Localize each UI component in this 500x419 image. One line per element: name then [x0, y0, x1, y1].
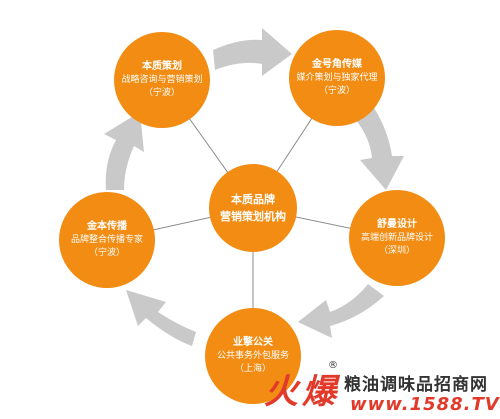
- watermark-url: www.1588.TV: [350, 394, 500, 415]
- node-shuman-design: 舒曼设计 高端创新品牌设计 （深圳）: [349, 190, 445, 286]
- node-yeqing-pr: 业擎公关 公共事务外包服务 （上海）: [205, 308, 301, 404]
- node-1-location: （宁波）: [143, 88, 180, 98]
- arrow-3-to-4: [298, 284, 384, 338]
- watermark-site-name: 粮油调味品招商网: [344, 375, 488, 395]
- node-jinben-communication: 金本传播 品牌整合传播专家 （宁波）: [59, 192, 155, 288]
- center-line-1: 本质品牌: [231, 193, 275, 206]
- node-2-location: （宁波）: [318, 86, 355, 96]
- center-hub: 本质品牌 营销策划机构: [209, 164, 297, 252]
- node-jinhaojiao-media: 金号角传媒 媒介策划与独家代理 （宁波）: [289, 30, 385, 126]
- node-1-title: 本质策划: [142, 61, 182, 72]
- watermark-logo-char-1: 火: [264, 372, 298, 412]
- node-3-location: （深圳）: [378, 246, 415, 256]
- node-4-title: 业擎公关: [233, 337, 273, 348]
- registered-mark: ®: [328, 360, 338, 371]
- node-5-desc: 品牌整合传播专家: [70, 235, 143, 245]
- node-3-title: 舒曼设计: [377, 219, 417, 230]
- watermark-logo-char-2: 爆: [302, 372, 336, 412]
- node-3-desc: 高端创新品牌设计: [360, 233, 433, 243]
- node-4-location: （上海）: [234, 364, 271, 374]
- node-2-title: 金号角传媒: [312, 59, 362, 70]
- arrow-2-to-3: [356, 108, 404, 190]
- node-2-desc: 媒介策划与独家代理: [296, 73, 378, 83]
- center-line-2: 营销策划机构: [220, 210, 286, 223]
- arrow-1-to-2: [213, 28, 292, 76]
- node-5-title: 金本传播: [87, 221, 127, 232]
- node-5-location: （宁波）: [88, 248, 125, 258]
- node-benzhi-cehua: 本质策划 战略咨询与营销策划 （宁波）: [114, 32, 210, 128]
- arrow-5-to-1: [104, 112, 144, 190]
- arrow-4-to-5: [126, 290, 196, 346]
- node-4-desc: 公共事务外包服务: [216, 351, 289, 361]
- node-1-desc: 战略咨询与营销策划: [121, 75, 203, 85]
- site-watermark: 火 爆 ® 粮油调味品招商网 www.1588.TV: [248, 360, 500, 419]
